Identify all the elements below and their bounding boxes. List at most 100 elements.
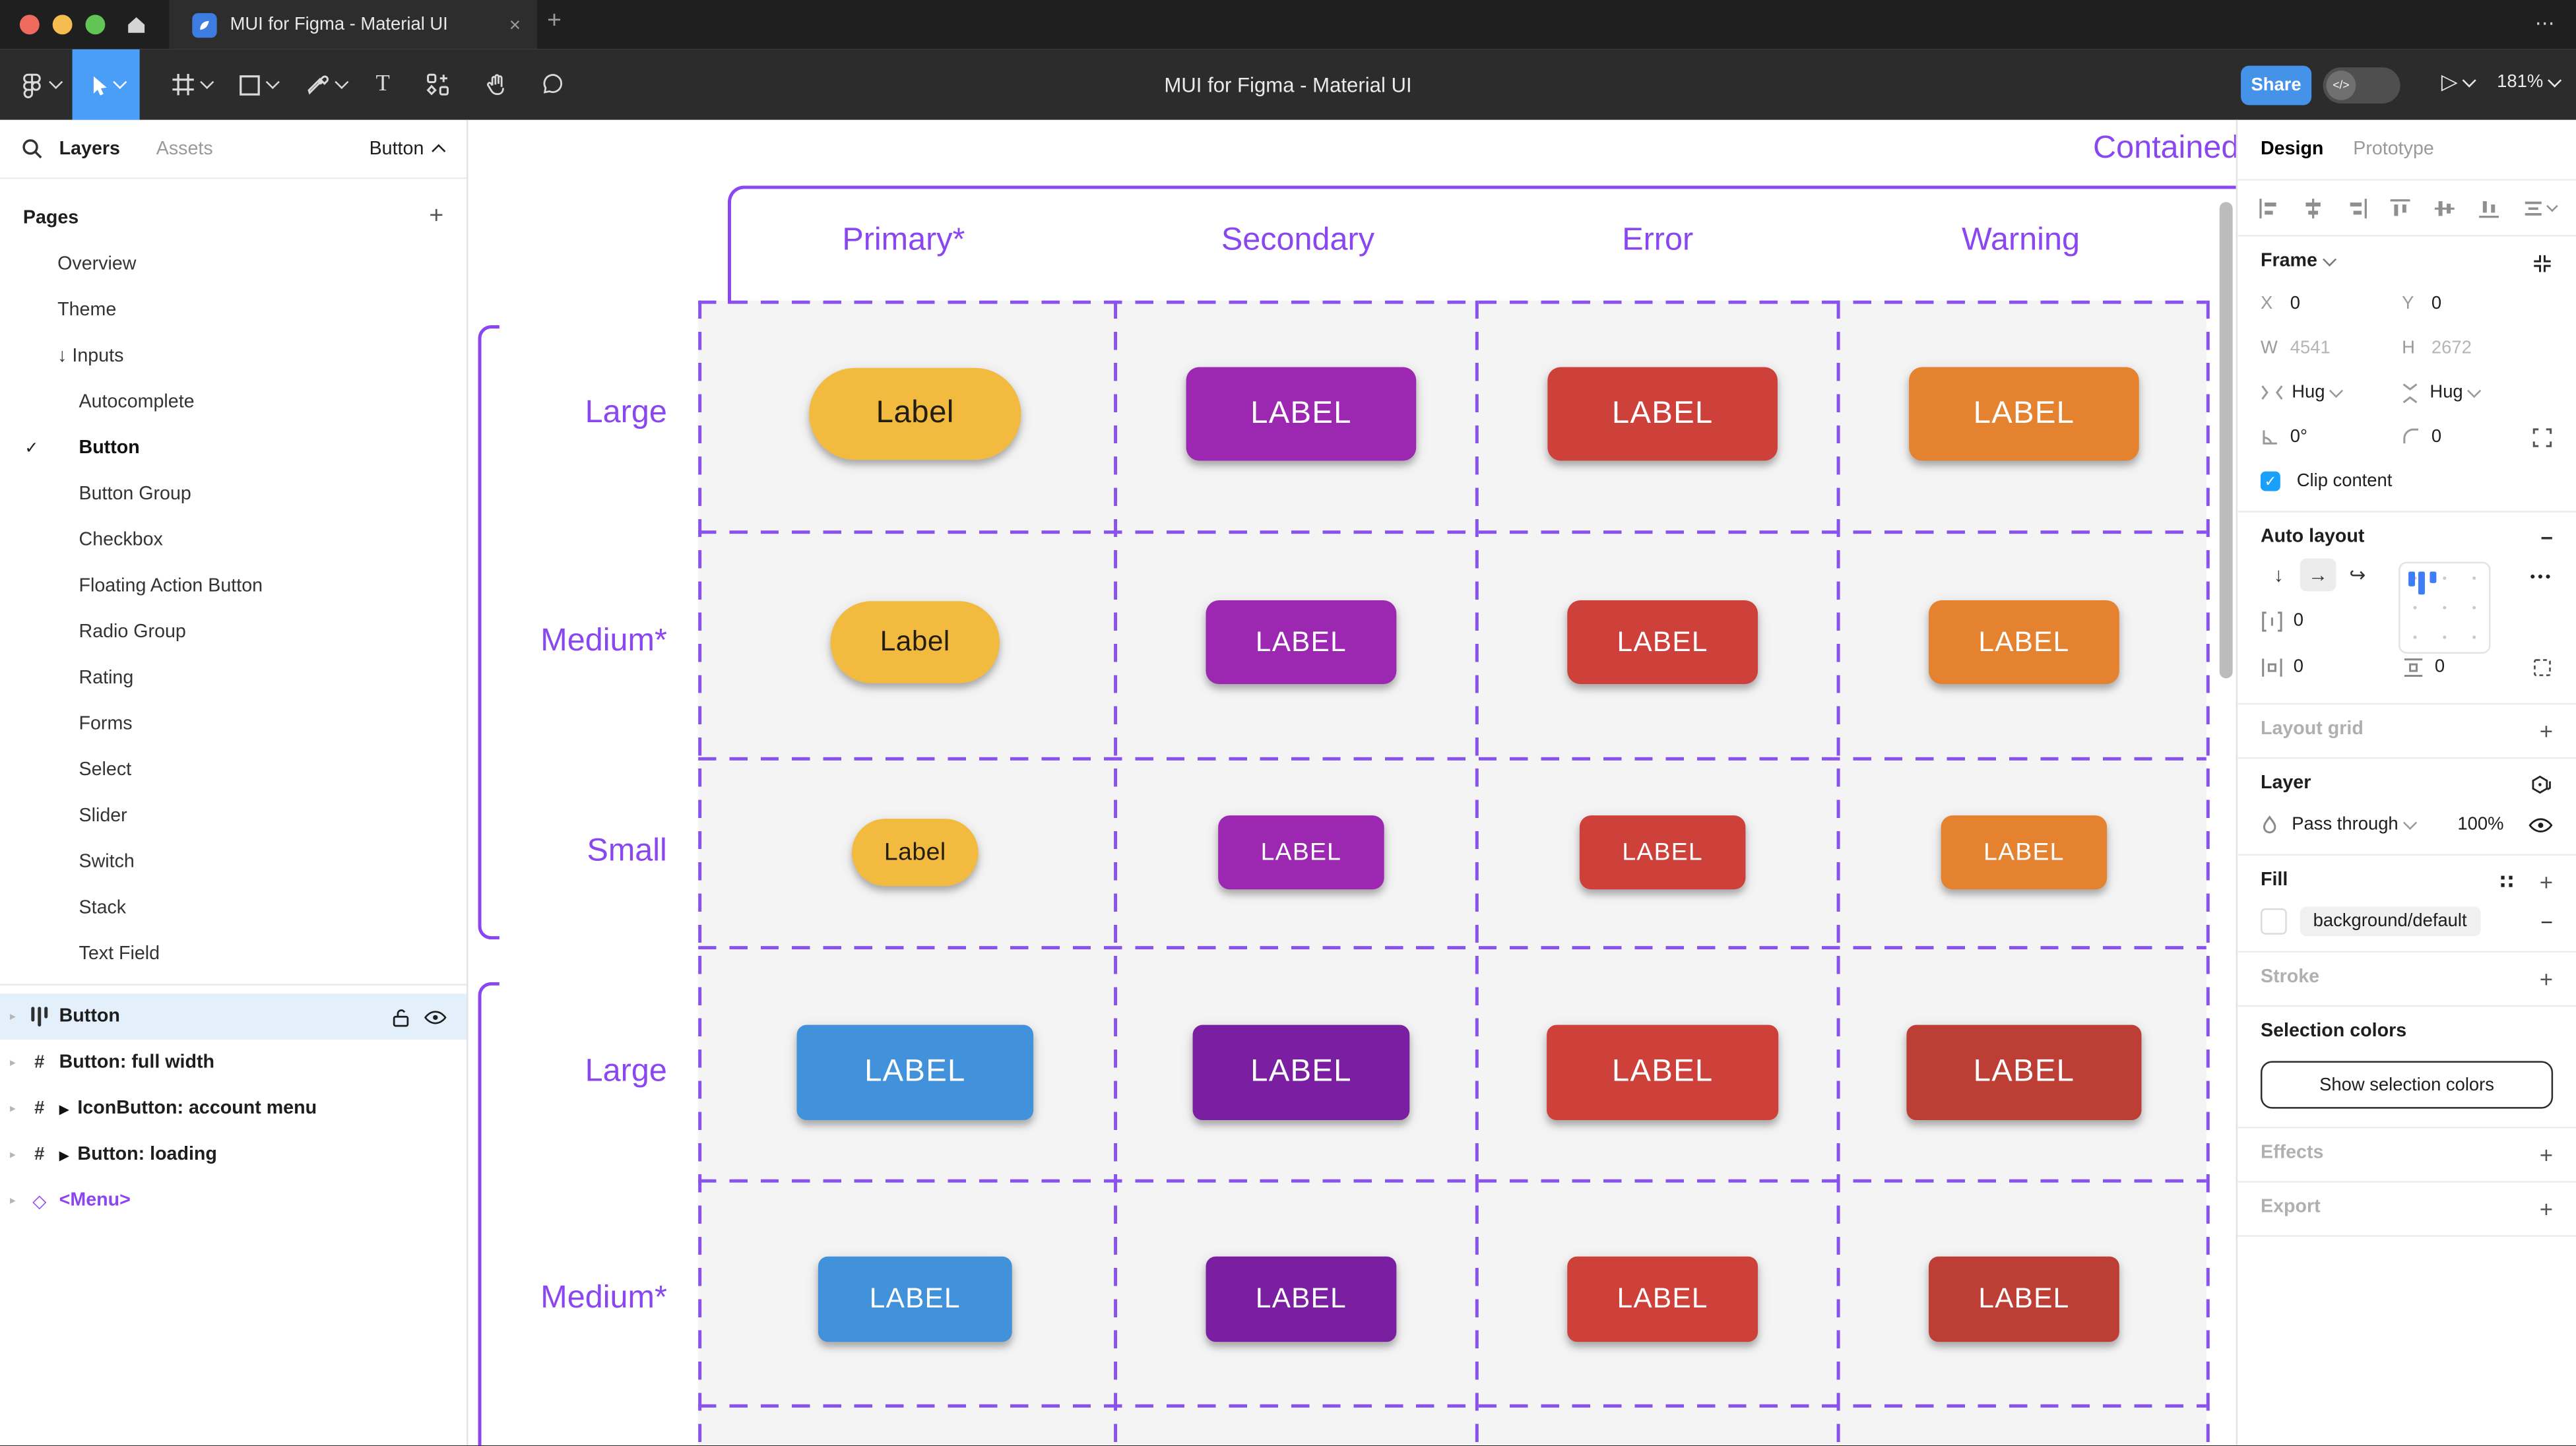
shape-tool-chevron-icon[interactable] — [266, 75, 280, 89]
specimen-button[interactable]: Label — [852, 819, 979, 886]
add-page-icon[interactable]: + — [429, 202, 443, 230]
direction-vertical-button[interactable]: ↓ — [2261, 559, 2297, 592]
visibility-eye-icon[interactable] — [424, 1007, 447, 1025]
sidebar-page-item[interactable]: Rating — [0, 655, 467, 701]
layer-row[interactable]: ▸#Button: full width — [0, 1040, 467, 1086]
vertical-sizing-control[interactable]: Hug — [2402, 382, 2543, 403]
specimen-button[interactable]: LABEL — [1186, 367, 1417, 460]
layer-row[interactable]: ▸Button — [0, 993, 467, 1040]
specimen-button[interactable]: LABEL — [1941, 815, 2107, 889]
traffic-light-close[interactable] — [20, 15, 40, 34]
layer-row[interactable]: ▸#▶IconButton: account menu — [0, 1086, 467, 1132]
align-bottom-icon[interactable] — [2478, 197, 2501, 220]
add-fill-icon[interactable]: + — [2540, 869, 2553, 895]
independent-corners-icon[interactable] — [2532, 426, 2553, 447]
hand-tool-button[interactable] — [470, 49, 523, 120]
specimen-button[interactable]: LABEL — [818, 1257, 1012, 1342]
add-stroke-icon[interactable]: + — [2540, 966, 2553, 992]
sidebar-page-item[interactable]: Text Field — [0, 931, 467, 978]
clip-content-control[interactable]: ✓ Clip content — [2261, 470, 2553, 493]
blend-mode-select[interactable]: Pass through — [2292, 815, 2414, 834]
specimen-button[interactable]: Label — [809, 368, 1021, 460]
remove-auto-layout-icon[interactable]: − — [2540, 526, 2553, 550]
frame-tool-button[interactable] — [158, 49, 224, 120]
alignment-grid-widget[interactable] — [2399, 562, 2490, 654]
specimen-button[interactable]: LABEL — [1906, 1025, 2141, 1120]
layer-row[interactable]: ▸◇<Menu> — [0, 1178, 467, 1224]
direction-horizontal-button[interactable]: → — [2300, 559, 2336, 592]
collapse-icon[interactable] — [2532, 253, 2553, 274]
sidebar-page-item[interactable]: Radio Group — [0, 610, 467, 656]
remove-fill-icon[interactable]: − — [2540, 909, 2553, 933]
sidebar-page-item[interactable]: ✓Button — [0, 425, 467, 472]
pen-tool-chevron-icon[interactable] — [334, 75, 348, 89]
sidebar-page-item[interactable]: Switch — [0, 839, 467, 885]
align-top-icon[interactable] — [2389, 197, 2412, 220]
sidebar-page-item[interactable]: Floating Action Button — [0, 563, 467, 610]
specimen-button[interactable]: LABEL — [1547, 1025, 1778, 1120]
frame-section-header[interactable]: Frame — [2261, 251, 2553, 271]
fill-color-swatch[interactable] — [2261, 908, 2287, 935]
breadcrumb[interactable]: Button — [370, 139, 444, 158]
tab-close-icon[interactable]: × — [509, 13, 521, 36]
tab-design[interactable]: Design — [2261, 140, 2323, 160]
add-export-icon[interactable]: + — [2540, 1196, 2553, 1222]
y-value[interactable]: 0 — [2431, 294, 2441, 314]
specimen-button[interactable]: LABEL — [1929, 600, 2119, 684]
sidebar-page-item[interactable]: Button Group — [0, 472, 467, 518]
align-right-icon[interactable] — [2346, 197, 2369, 220]
align-left-icon[interactable] — [2257, 197, 2280, 220]
rotation-control[interactable]: 0° — [2261, 427, 2402, 447]
sidebar-page-item[interactable]: Checkbox — [0, 517, 467, 563]
specimen-button[interactable]: LABEL — [797, 1025, 1034, 1120]
specimen-button[interactable]: LABEL — [1567, 1257, 1758, 1342]
align-vertical-center-icon[interactable] — [2433, 197, 2457, 220]
window-overflow-icon[interactable]: ⋯ — [2535, 11, 2556, 34]
shape-tool-button[interactable] — [227, 49, 290, 120]
home-icon[interactable] — [125, 13, 148, 36]
new-tab-button[interactable]: + — [547, 7, 562, 34]
x-value[interactable]: 0 — [2290, 294, 2300, 314]
show-selection-colors-button[interactable]: Show selection colors — [2261, 1061, 2553, 1108]
search-icon[interactable] — [21, 138, 42, 159]
frame-title[interactable]: Contained — [2093, 130, 2238, 168]
frame-tool-chevron-icon[interactable] — [199, 75, 213, 89]
visibility-eye-icon[interactable] — [2528, 815, 2553, 833]
wrap-button[interactable]: ↩ — [2339, 559, 2375, 592]
blend-mode-icon[interactable] — [2530, 774, 2553, 797]
sidebar-page-item[interactable]: Overview — [0, 241, 467, 288]
fill-token-chip[interactable]: background/default — [2300, 906, 2480, 936]
add-layout-grid-icon[interactable]: + — [2540, 718, 2553, 744]
sidebar-page-item[interactable]: Forms — [0, 701, 467, 747]
fill-styles-icon[interactable]: ∷ — [2500, 871, 2514, 894]
main-menu-button[interactable] — [10, 49, 69, 120]
specimen-button[interactable]: LABEL — [1567, 600, 1758, 684]
tab-layers[interactable]: Layers — [59, 139, 120, 158]
expand-chevron-icon[interactable]: ▸ — [10, 1148, 16, 1161]
move-tool-button[interactable] — [73, 49, 140, 120]
lock-open-icon[interactable] — [391, 1006, 411, 1027]
resources-tool-button[interactable] — [410, 49, 463, 120]
file-tab[interactable]: MUI for Figma - Material UI × — [169, 0, 537, 49]
specimen-button[interactable]: LABEL — [1218, 815, 1384, 889]
tab-assets[interactable]: Assets — [156, 139, 213, 158]
specimen-button[interactable]: LABEL — [1547, 367, 1778, 460]
align-horizontal-center-icon[interactable] — [2302, 197, 2325, 220]
pen-tool-button[interactable] — [292, 49, 358, 120]
zoom-menu[interactable]: 181% — [2497, 73, 2560, 92]
specimen-button[interactable]: LABEL — [1193, 1025, 1410, 1120]
checkbox-checked-icon[interactable]: ✓ — [2261, 472, 2280, 491]
expand-chevron-icon[interactable]: ▸ — [10, 1010, 16, 1023]
sidebar-page-item[interactable]: Autocomplete — [0, 379, 467, 425]
vertical-padding-control[interactable]: 0 — [2402, 656, 2543, 677]
specimen-button[interactable]: LABEL — [1206, 1257, 1397, 1342]
share-button[interactable]: Share — [2241, 66, 2311, 106]
opacity-value[interactable]: 100% — [2457, 815, 2503, 834]
sidebar-page-item[interactable]: Theme — [0, 288, 467, 334]
sidebar-page-item[interactable]: Select — [0, 747, 467, 794]
expand-chevron-icon[interactable]: ▸ — [10, 1102, 16, 1116]
sidebar-page-item[interactable]: ↓ Inputs — [0, 333, 467, 379]
layer-row[interactable]: ▸#▶Button: loading — [0, 1131, 467, 1178]
specimen-button[interactable]: LABEL — [1206, 600, 1397, 684]
move-tool-chevron-icon[interactable] — [112, 75, 126, 89]
